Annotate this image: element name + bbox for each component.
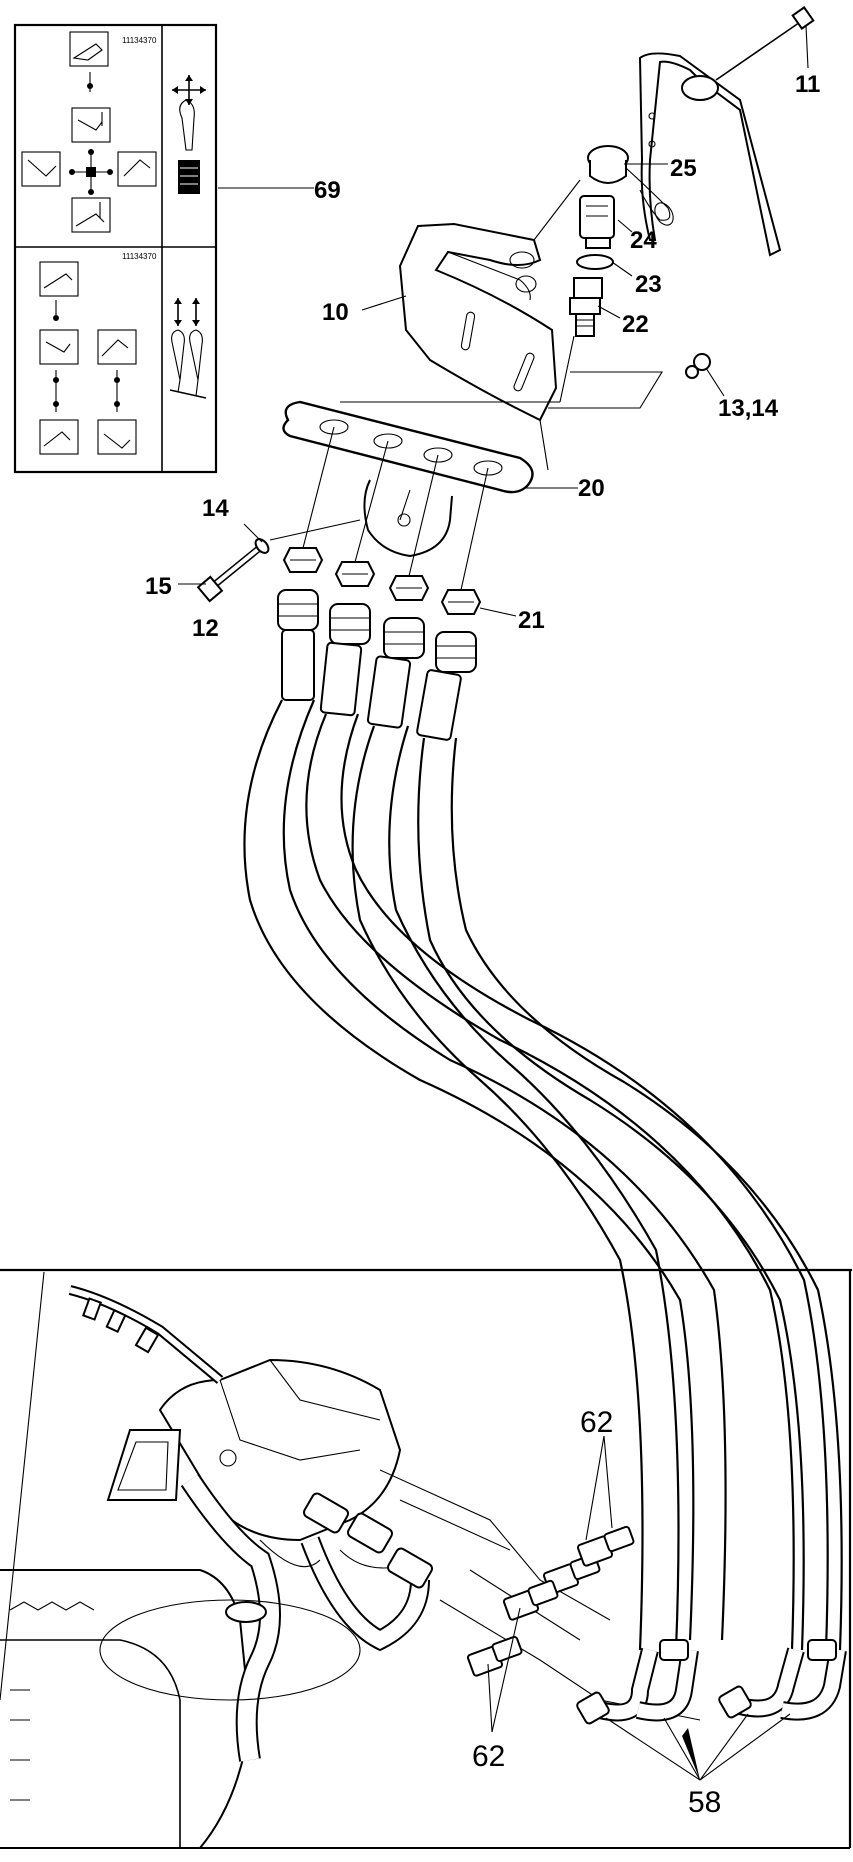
hose-fitting [366,617,425,729]
leader-lines [178,25,809,1781]
hose-nut [334,561,376,587]
assembly-guide-lines [302,335,575,591]
callout-13-14: 13,14 [718,395,779,422]
hose-nut [282,547,324,573]
hose-4-inner [450,737,843,1651]
hydraulic-hoses [243,699,843,1651]
callout-58: 58 [688,1786,721,1819]
callout-62-bottom: 62 [472,1740,505,1773]
four-way-arrow-icon [172,75,206,105]
hose-1-inner [282,699,727,1641]
callout-69: 69 [314,177,341,204]
callout-21: 21 [518,607,545,634]
callout-14: 14 [202,495,229,522]
hose-fitting [416,631,477,741]
dust-cap-25 [587,145,674,226]
hose-elbow [635,1639,699,1722]
callout-23: 23 [635,271,662,298]
quick-coupling-24 [579,195,615,249]
callout-22: 22 [622,311,649,338]
hose-nut [388,575,430,601]
hose-elbow [780,1639,847,1721]
twin-double-arrow-icon [174,298,200,326]
adapter-62 [502,1579,559,1621]
hose-fitting [319,603,371,717]
hose-elbow [576,1647,659,1725]
hose-nut [440,589,482,615]
hose-elbow [718,1647,805,1719]
callout-12: 12 [192,615,219,642]
callout-20: 20 [578,475,605,502]
hose-nuts-21 [282,547,482,615]
hose-3-inner [388,725,680,1651]
hose-end-fittings [277,589,477,741]
callout-labels: 11 25 24 23 22 69 10 13,14 20 14 15 12 2… [145,71,820,1819]
joystick-lever-icon [178,99,200,194]
bolt-11 [715,6,815,81]
excavator-pictogram-group-bottom [39,261,137,455]
mounting-plate [638,52,782,257]
adapter-62 [576,1525,635,1567]
hose-manifold-plate-20 [282,400,534,558]
hose-4-outer [417,737,805,1651]
seal-ring-23 [576,254,614,270]
callout-11: 11 [795,71,820,98]
valve-detail-panel [0,1268,852,1849]
callout-10: 10 [322,299,349,326]
inset-part-number-top: 11134370 [122,36,157,45]
hose-fitting [277,589,319,701]
nipple-22 [569,277,603,337]
control-pattern-inset: 11134370 11134370 [13,23,218,474]
bolt-15-washer-14 [196,519,361,603]
callout-15: 15 [145,573,172,600]
hose-elbows-58 [576,1639,847,1725]
twin-lever-icon [169,329,207,399]
callout-24: 24 [630,227,657,254]
inset-part-number-bottom: 11134370 [122,252,157,261]
adapter-62 [466,1635,523,1677]
bracket-10 [398,179,581,422]
callout-62-top: 62 [580,1406,613,1439]
hose-3-outer [351,725,644,1651]
hose-1-outer [243,699,695,1641]
excavator-pictogram-group-top [21,31,157,233]
hose-2-outer [305,713,795,1651]
hose-2-inner [340,713,829,1651]
callout-25: 25 [670,155,697,182]
nut-washer-13-14 [548,353,711,409]
